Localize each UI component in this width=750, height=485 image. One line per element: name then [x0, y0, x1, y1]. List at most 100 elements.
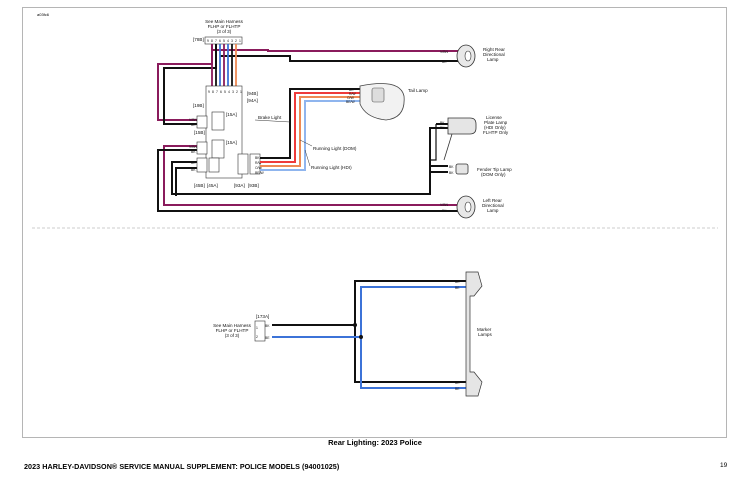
- wire-label-bk-4: BK: [191, 168, 196, 172]
- license-label-1: License: [486, 115, 502, 120]
- wire-label-vbn-1: V/BN: [189, 118, 197, 122]
- wire-label-bk-ft-1: BK: [449, 165, 454, 169]
- marker-lamp-wires: [272, 280, 466, 389]
- conn-15b-label: [15B]: [194, 130, 205, 135]
- marker-top-be: BE: [455, 286, 460, 290]
- svg-text:2: 2: [235, 39, 237, 43]
- wire-label-bk-lr: BK: [442, 209, 447, 213]
- svg-text:5: 5: [223, 39, 225, 43]
- wire-label-bew-93: BE/W: [255, 171, 264, 175]
- wire-label-rw-93: R/W: [255, 161, 262, 165]
- fender-tip-label-2: (DOM Only): [481, 172, 506, 177]
- right-rear-label-1: Right Rear: [483, 47, 505, 52]
- diagram-frame: [22, 7, 727, 438]
- connector-19b: [196, 115, 208, 129]
- left-rear-label-1: Left Rear: [483, 198, 502, 203]
- pin-bk-label: BK: [265, 324, 270, 328]
- marker-lamps: [465, 271, 483, 397]
- marker-bot-be: BE: [455, 387, 460, 391]
- svg-text:7: 7: [215, 39, 217, 43]
- connector-45b: [196, 157, 208, 173]
- wire-label-ow-tail: O/W: [347, 96, 355, 100]
- tail-lamp-label: Tail Lamp: [408, 88, 428, 93]
- harness-ref-line-3: (3 of 3): [217, 29, 232, 34]
- svg-text:6: 6: [219, 39, 221, 43]
- marker-lamps-label-2: Lamps: [478, 332, 492, 337]
- wire-label-vbn-rr: V/BN: [440, 50, 448, 54]
- wire-label-bk-rr: BK: [442, 60, 447, 64]
- svg-text:3: 3: [232, 90, 234, 94]
- bottom-harness-ref-1: See Main Harness: [213, 323, 251, 328]
- left-rear-label-2: Directional: [482, 203, 504, 208]
- svg-text:8: 8: [212, 90, 214, 94]
- svg-text:8: 8: [211, 39, 213, 43]
- harness-ref-line-2: FLHP or FLHTP: [208, 24, 241, 29]
- left-rear-directional-lamp: [456, 195, 476, 219]
- license-label-2: Plate Lamp: [484, 120, 508, 125]
- splice-be: [359, 335, 363, 339]
- conn-45b-label: [45B]: [194, 183, 205, 188]
- conn-45a-label: [45A]: [207, 183, 218, 188]
- wire-label-bk-ft-2: BK: [449, 171, 454, 175]
- svg-text:2: 2: [236, 90, 238, 94]
- svg-text:7: 7: [216, 90, 218, 94]
- running-light-hdi-label: Running Light (HDI): [311, 165, 352, 170]
- svg-text:3: 3: [231, 39, 233, 43]
- wire-label-bk-3: BK: [191, 161, 196, 165]
- svg-text:4: 4: [227, 39, 229, 43]
- running-light-dom-label: Running Light (DOM): [313, 146, 357, 151]
- brake-light-label: Brake Light: [258, 115, 282, 120]
- connector-93b: [249, 153, 261, 175]
- connector-15b: [196, 141, 208, 155]
- right-rear-label-3: Lamp: [487, 57, 499, 62]
- marker-lamps-label-1: Marker: [477, 327, 492, 332]
- connector-45a: [208, 157, 220, 173]
- wire-label-bk-tail: BK: [349, 88, 354, 92]
- main-harness-wires: [157, 44, 468, 212]
- conn-93a-label: [93A]: [234, 183, 245, 188]
- wire-label-bk-1: BK: [191, 123, 196, 127]
- wire-label-bk-2: BK: [191, 150, 196, 154]
- connector-78b-pins: 9 8 7 6 5 4 3 2 1: [207, 39, 241, 43]
- wire-label-bk-lic-2: BK: [440, 126, 445, 130]
- wire-label-rw-tail: R/W: [349, 92, 356, 96]
- conn-94a-label: [94A]: [247, 98, 258, 103]
- marker-bot-bk: BK: [455, 381, 460, 385]
- wire-label-bk-lic-1: BK: [440, 121, 445, 125]
- wire-label-vbn-2: V/BN: [189, 145, 197, 149]
- wire-label-ow-93: O/W: [255, 166, 263, 170]
- conn-19b-label: [19B]: [193, 103, 204, 108]
- figure-caption: Rear Lighting: 2023 Police: [328, 438, 422, 447]
- right-rear-label-2: Directional: [483, 52, 505, 57]
- tail-lamp: [359, 83, 405, 121]
- license-label-3: (HDI Only): [484, 125, 506, 130]
- page-footer: 2023 HARLEY-DAVIDSON® SERVICE MANUAL SUP…: [24, 462, 340, 471]
- fender-tip-lamp: [455, 163, 469, 175]
- conn-15a-label: [15A]: [226, 140, 237, 145]
- connector-173a: [254, 320, 266, 342]
- connector-15a-top: [211, 111, 225, 131]
- fender-tip-label-1: Fender Tip Lamp: [477, 167, 512, 172]
- marker-top-bk: BK: [455, 280, 460, 284]
- svg-text:1: 1: [240, 90, 242, 94]
- module-pins: 9 8 7 6 5 4 3 2 1: [208, 90, 242, 94]
- pin-1: 1: [256, 326, 258, 330]
- wire-label-vbn-lr: V/BN: [440, 203, 448, 207]
- license-label-4: FLHTP Only: [483, 130, 509, 135]
- conn-93b-label: [93B]: [248, 183, 259, 188]
- license-plate-lamp: [443, 117, 477, 161]
- figure-id: a03fc6: [37, 12, 50, 17]
- conn-15a-top-label: [15A]: [226, 112, 237, 117]
- bottom-harness-ref-3: (3 of 3): [225, 333, 240, 338]
- svg-text:9: 9: [208, 90, 210, 94]
- tail-lamp-wires: [260, 88, 362, 171]
- pin-2: 2: [256, 335, 258, 339]
- bottom-harness-ref-2: FLHP or FLHTP: [216, 328, 249, 333]
- connector-15a: [211, 139, 225, 159]
- svg-text:1: 1: [239, 39, 241, 43]
- wire-label-bk-93: BK: [255, 156, 260, 160]
- right-rear-directional-lamp: [456, 44, 476, 68]
- svg-text:9: 9: [207, 39, 209, 43]
- left-rear-label-3: Lamp: [487, 208, 499, 213]
